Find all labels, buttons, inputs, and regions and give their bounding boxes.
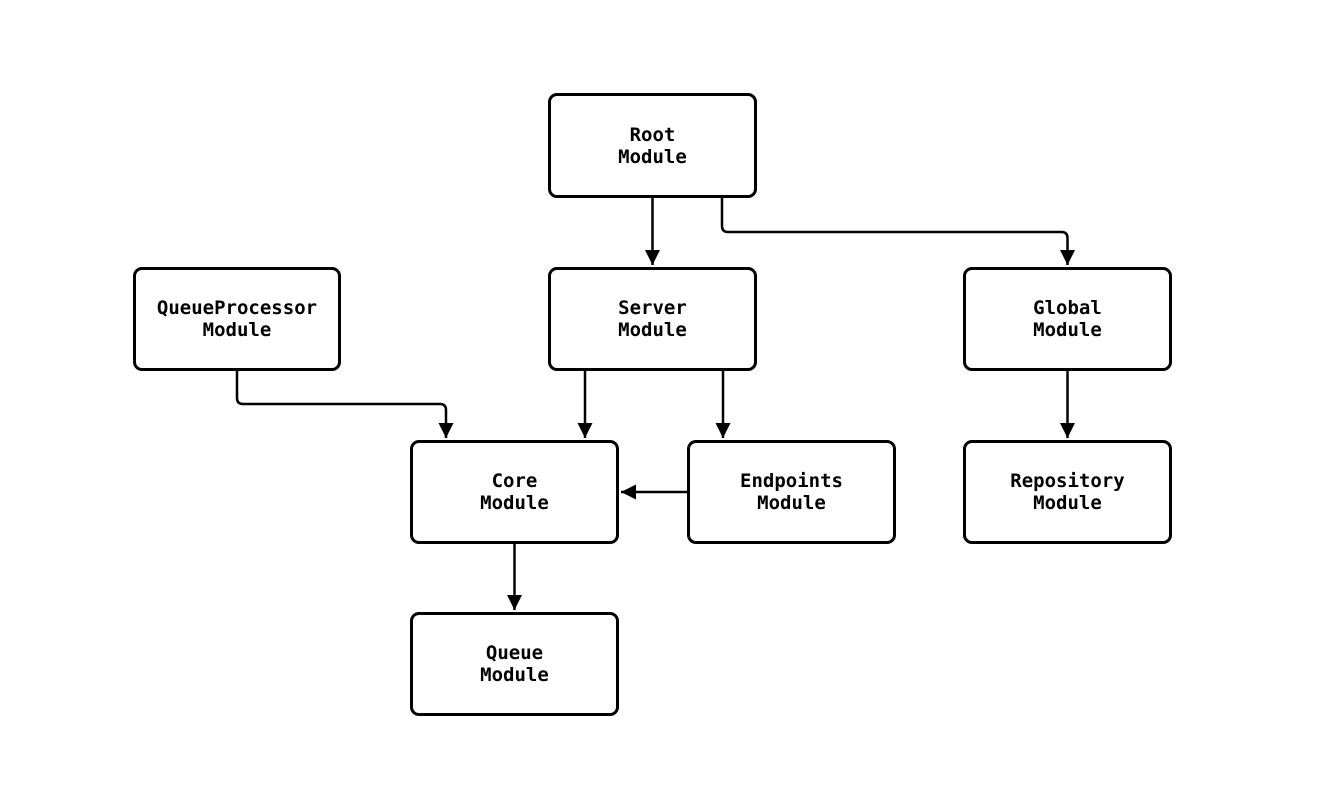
node-title: Global — [1033, 297, 1102, 319]
node-core-module: Core Module — [410, 440, 619, 544]
node-title: Root — [629, 123, 676, 146]
node-title: Endpoints — [740, 470, 843, 492]
node-subtitle: Module — [480, 664, 549, 686]
node-queue-module: Queue Module — [410, 612, 619, 716]
node-subtitle: Module — [618, 319, 687, 341]
node-subtitle: Module — [618, 145, 687, 168]
node-queueprocessor-module: QueueProcessor Module — [133, 267, 341, 371]
edge-root-to-global — [720, 198, 1075, 265]
node-title: Server — [618, 297, 687, 319]
node-subtitle: Module — [1033, 319, 1102, 341]
node-title: Repository — [1010, 470, 1125, 492]
node-endpoints-module: Endpoints Module — [687, 440, 896, 544]
node-global-module: Global Module — [963, 267, 1172, 371]
edge-queueprocessor-to-core — [235, 371, 454, 438]
node-subtitle: Module — [1033, 492, 1102, 514]
node-subtitle: Module — [480, 492, 549, 514]
node-subtitle: Module — [757, 492, 826, 514]
node-root-module: Root Module — [548, 93, 757, 198]
node-server-module: Server Module — [548, 267, 757, 371]
node-title: Queue — [485, 642, 544, 664]
node-repository-module: Repository Module — [963, 440, 1172, 544]
node-title: Core — [491, 470, 538, 492]
node-title: QueueProcessor — [156, 297, 318, 319]
node-subtitle: Module — [202, 319, 272, 341]
